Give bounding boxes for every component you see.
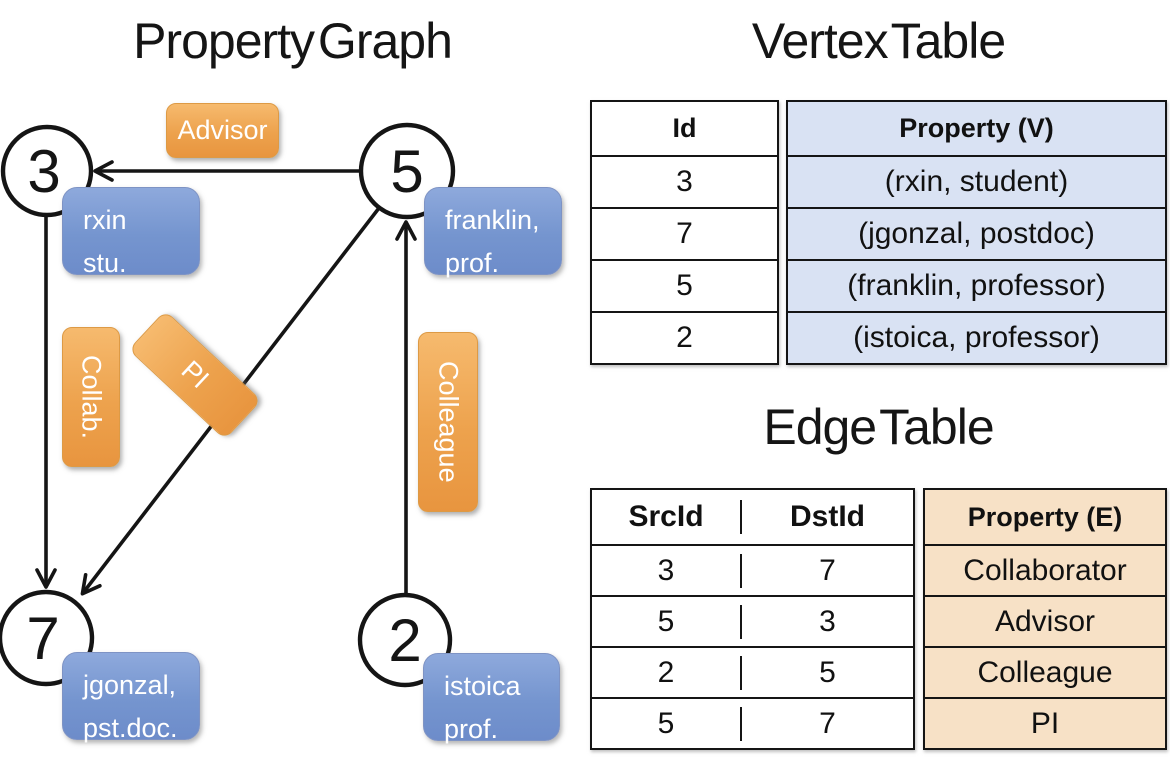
vertex-table-id-column: Id 3 7 5 2 — [590, 100, 779, 365]
vertex-property-line: prof. — [445, 248, 500, 278]
vertex-property-cell: (istoica, professor) — [788, 311, 1165, 363]
edge-property-cell: Collaborator — [925, 544, 1165, 595]
vertex-property-jgonzal: jgonzal, pst.doc. — [62, 652, 200, 743]
edge-table-row: 5 3 — [592, 595, 913, 646]
edge-table-header-row: SrcId DstId — [592, 490, 913, 544]
vertex-table: Id 3 7 5 2 Property (V) (rxin, student) … — [590, 100, 1167, 365]
edge-label-advisor: Advisor — [166, 103, 279, 158]
srcid-cell: 3 — [592, 553, 742, 588]
dstid-cell: 7 — [819, 553, 836, 587]
srcid-cell: 5 — [592, 706, 742, 741]
vertex-property-line: pst.doc. — [83, 713, 178, 743]
vertex-table-title: Vertex Table — [751, 13, 1006, 69]
column-header-srcid: SrcId — [592, 500, 742, 534]
edge-table-title: Edge Table — [763, 399, 994, 455]
vertex-property-line: franklin, — [445, 205, 540, 235]
column-header-property-e: Property (E) — [925, 490, 1165, 544]
vertex-property-cell: (rxin, student) — [788, 155, 1165, 207]
vertex-property-line: stu. — [83, 248, 127, 278]
vertex-id-cell: 3 — [592, 155, 777, 207]
srcid-cell: 5 — [592, 604, 742, 639]
dstid-cell: 7 — [819, 706, 836, 740]
edge-table-row: 5 7 — [592, 697, 913, 748]
vertex-property-line: istoica — [444, 671, 521, 701]
edge-table-row: 3 7 — [592, 544, 913, 595]
dstid-cell: 3 — [819, 604, 836, 638]
property-graph-title: Property Graph — [133, 13, 453, 69]
column-header-property-v: Property (V) — [788, 102, 1165, 155]
property-graph-canvas: 3 5 7 2 — [0, 122, 456, 688]
vertex-id-7: 7 — [26, 605, 59, 672]
vertex-property-cell: (jgonzal, postdoc) — [788, 207, 1165, 259]
vertex-id-2: 2 — [388, 607, 421, 674]
column-header-dstid: DstId — [790, 500, 865, 533]
edge-table: SrcId DstId 3 7 5 3 2 5 5 7 Property (E)… — [590, 488, 1167, 750]
vertex-property-rxin: rxin stu. — [62, 187, 200, 278]
edge-table-row: 2 5 — [592, 646, 913, 697]
edge-label-colleague: Colleague — [418, 332, 478, 512]
vertex-id-cell: 2 — [592, 311, 777, 363]
edge-property-cell: PI — [925, 697, 1165, 748]
column-header-id: Id — [672, 113, 697, 143]
edge-table-property-column: Property (E) Collaborator Advisor Collea… — [923, 488, 1167, 750]
edge-property-cell: Colleague — [925, 646, 1165, 697]
vertex-id-5: 5 — [390, 138, 423, 205]
vertex-property-line: jgonzal, — [83, 670, 177, 700]
vertex-property-istoica: istoica prof. — [423, 653, 560, 744]
vertex-id-3: 3 — [27, 138, 60, 205]
vertex-property-line: rxin — [83, 205, 127, 235]
edge-table-src-dst-columns: SrcId DstId 3 7 5 3 2 5 5 7 — [590, 488, 915, 750]
vertex-property-line: prof. — [444, 714, 499, 744]
edge-property-cell: Advisor — [925, 595, 1165, 646]
vertex-table-property-column: Property (V) (rxin, student) (jgonzal, p… — [786, 100, 1167, 365]
srcid-cell: 2 — [592, 655, 742, 690]
vertex-property-cell: (franklin, professor) — [788, 259, 1165, 311]
dstid-cell: 5 — [819, 655, 836, 689]
edge-label-collab: Collab. — [62, 327, 120, 467]
vertex-id-cell: 7 — [592, 207, 777, 259]
vertex-id-cell: 5 — [592, 259, 777, 311]
vertex-property-franklin: franklin, prof. — [424, 187, 562, 278]
